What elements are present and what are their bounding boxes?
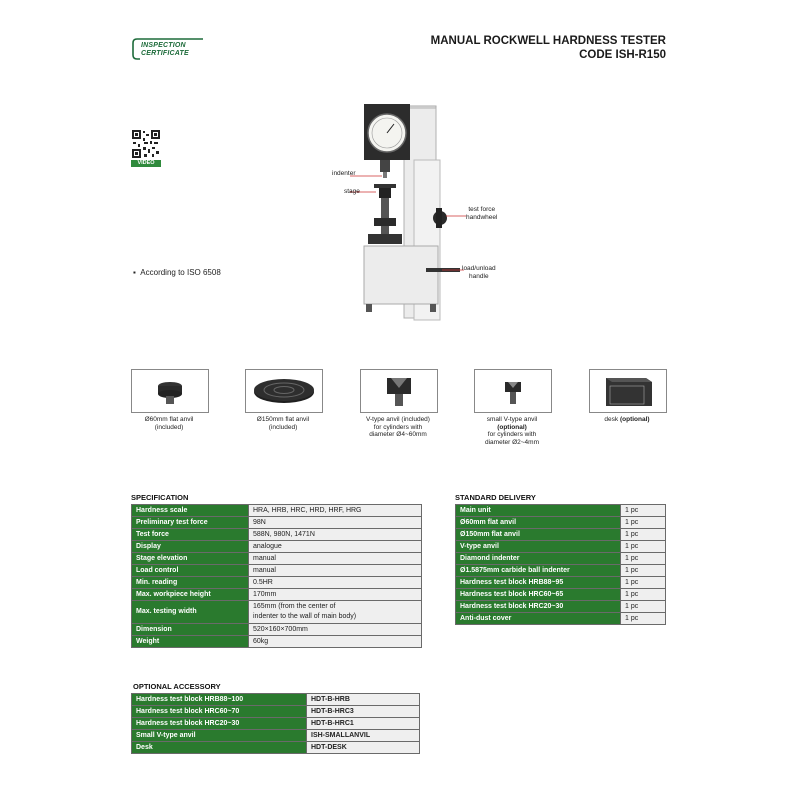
video-tag: VIDEO — [131, 160, 161, 167]
accessory-v-anvil-image — [360, 369, 438, 413]
specification-title: SPECIFICATION — [131, 493, 189, 502]
accessory-150mm-anvil-image — [245, 369, 323, 413]
callout-indenter: indenter — [332, 170, 356, 177]
standard-delivery-title: STANDARD DELIVERY — [455, 493, 536, 502]
accessory-caption-v-anvil: V-type anvil (included)for cylinders wit… — [366, 416, 430, 438]
feature-text: According to ISO 6508 — [140, 268, 221, 277]
accessory-60mm-anvil-image — [131, 369, 209, 413]
feature-bullet: ▪ According to ISO 6508 — [133, 268, 221, 277]
qr-code-icon[interactable] — [131, 129, 161, 159]
accessory-small-v-anvil-image — [474, 369, 552, 413]
accessory-caption-60mm: Ø60mm flat anvil(included) — [144, 416, 194, 431]
inspection-certificate-logo — [132, 38, 203, 60]
logo-text: INSPECTION CERTIFICATE — [141, 42, 189, 57]
page-title: MANUAL ROCKWELL HARDNESS TESTER CODE ISH… — [430, 35, 666, 61]
accessory-desk-image — [589, 369, 667, 413]
accessory-caption-small-v-anvil: small V-type anvil(optional) for cylinde… — [484, 416, 539, 446]
callout-stage: stage — [344, 188, 360, 195]
accessory-caption-desk: desk (optional) — [604, 416, 650, 423]
hardness-tester-illustration — [350, 104, 466, 321]
accessory-caption-150mm: Ø150mm flat anvil(included) — [256, 416, 310, 431]
optional-accessory-title: OPTIONAL ACCESSORY — [133, 682, 221, 691]
